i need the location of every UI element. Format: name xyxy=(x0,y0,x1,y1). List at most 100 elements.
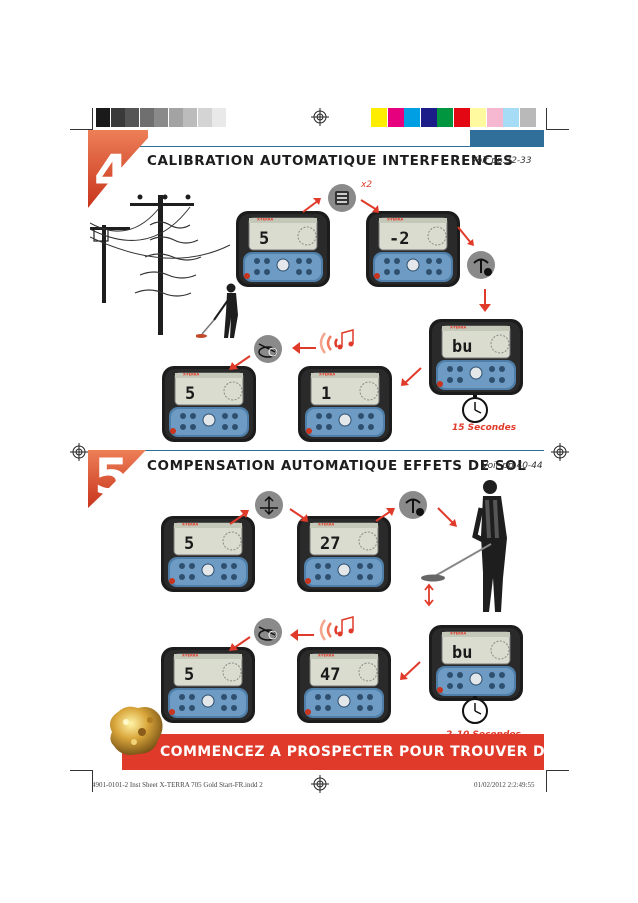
detector-device: X-TERRA -2 xyxy=(365,210,461,288)
step5-title: COMPENSATION AUTOMATIQUE EFFETS DE SOL xyxy=(147,458,527,474)
detector-device: X-TERRA bu xyxy=(428,624,524,702)
pickaxe-icon xyxy=(399,491,427,519)
detector-device: X-TERRA 5 xyxy=(161,365,257,443)
timer-clock-icon xyxy=(462,696,488,724)
arrow-icon xyxy=(229,510,249,525)
arrow-icon xyxy=(457,226,474,246)
svg-text:X-TERRA: X-TERRA xyxy=(387,218,404,222)
color-swatch xyxy=(503,108,519,127)
registration-mark-icon xyxy=(311,775,329,793)
crop-mark xyxy=(92,770,93,792)
gray-swatch xyxy=(197,108,212,127)
step4-header-cap xyxy=(470,130,544,146)
detector-device: X-TERRA bu xyxy=(428,318,524,396)
color-swatch xyxy=(387,108,404,127)
detector-device: X-TERRA 5 xyxy=(235,210,331,288)
step4-seconds: 15 Secondes xyxy=(452,423,517,433)
footer-date: 01/02/2012 2:2:49:55 xyxy=(474,781,535,789)
lcd-reading: 47 xyxy=(320,665,340,685)
detector-device-body: X-TERRA 5 xyxy=(161,647,255,723)
svg-text:X-TERRA: X-TERRA xyxy=(318,654,335,658)
lcd-reading: 27 xyxy=(320,534,340,554)
arrow-icon xyxy=(401,367,422,386)
svg-text:X-TERRA: X-TERRA xyxy=(450,632,467,636)
arrow-icon xyxy=(360,199,379,213)
crop-mark xyxy=(70,770,92,771)
arrow-icon xyxy=(302,198,321,213)
detector-device: X-TERRA 47 xyxy=(296,646,392,724)
lcd-reading: bu xyxy=(452,337,472,357)
detector-device-body: X-TERRA 47 xyxy=(297,647,391,723)
lcd-reading: 5 xyxy=(259,229,269,249)
person-ground-balance-illustration xyxy=(421,480,507,612)
lcd-reading: 1 xyxy=(321,384,331,404)
detector-device: X-TERRA 5 xyxy=(160,646,256,724)
detector-device: X-TERRA 5 xyxy=(160,515,256,593)
step4-title: CALIBRATION AUTOMATIQUE INTERFERENCES xyxy=(147,153,514,169)
sound-music-icon xyxy=(319,616,354,641)
crop-mark xyxy=(70,129,92,130)
svg-text:X-TERRA: X-TERRA xyxy=(182,523,199,527)
detector-device: X-TERRA 1 xyxy=(297,365,393,443)
footer-filename: 4901-0101-2 Inst Sheet X-TERRA 705 Gold … xyxy=(92,781,263,789)
svg-text:X-TERRA: X-TERRA xyxy=(450,326,467,330)
arrow-icon xyxy=(290,629,314,641)
gray-swatch xyxy=(125,108,139,127)
press-twice-label: x2 xyxy=(361,180,373,190)
banner-text: COMMENCEZ A PROSPECTER POUR TROUVER DE L… xyxy=(160,744,598,760)
detector-device-body: X-TERRA 1 xyxy=(298,366,392,442)
lcd-reading: -2 xyxy=(389,229,409,249)
person-detecting-illustration xyxy=(196,283,238,338)
step5-page-ref: Voir pp.40-44 xyxy=(482,461,543,471)
crop-mark xyxy=(546,108,547,130)
svg-text:X-TERRA: X-TERRA xyxy=(319,373,336,377)
registration-mark-icon xyxy=(551,443,569,461)
gold-nugget-icon xyxy=(110,706,163,755)
color-swatch xyxy=(371,108,387,127)
gray-swatch xyxy=(212,108,226,127)
ground-balance-button-icon xyxy=(255,491,283,519)
detector-device-body: X-TERRA bu xyxy=(429,625,523,701)
arrow-icon xyxy=(229,636,251,651)
detector-device: X-TERRA 27 xyxy=(296,515,392,593)
detector-device-body: X-TERRA 5 xyxy=(161,516,255,592)
lcd-reading: bu xyxy=(452,643,472,663)
timer-clock-icon xyxy=(462,395,488,423)
gray-swatch xyxy=(110,108,125,127)
start-prospecting-banner xyxy=(122,734,544,770)
detector-device-body: X-TERRA 27 xyxy=(297,516,391,592)
detector-device-body: X-TERRA 5 xyxy=(236,211,330,287)
crop-mark xyxy=(547,129,569,130)
lcd-reading: 5 xyxy=(184,665,194,685)
detector-head-icon xyxy=(254,335,282,363)
crop-mark xyxy=(547,770,569,771)
step4-number: 4 xyxy=(94,144,129,202)
color-swatch xyxy=(420,108,437,127)
color-swatch xyxy=(404,108,420,127)
color-swatch xyxy=(519,108,536,127)
arrow-icon xyxy=(479,289,491,312)
gray-swatch xyxy=(96,108,110,127)
gray-swatch xyxy=(139,108,154,127)
svg-text:X-TERRA: X-TERRA xyxy=(183,373,200,377)
step5-number: 5 xyxy=(94,448,129,506)
color-swatch xyxy=(470,108,486,127)
detector-device-body: X-TERRA bu xyxy=(429,319,523,395)
arrow-icon xyxy=(400,661,421,680)
gray-swatch xyxy=(154,108,168,127)
arrow-icon xyxy=(292,342,316,354)
power-line-illustration xyxy=(90,194,231,335)
arrow-icon xyxy=(375,508,395,522)
pickaxe-icon xyxy=(467,251,495,279)
step5-badge xyxy=(88,450,146,508)
lcd-reading: 5 xyxy=(185,384,195,404)
noise-cancel-button-icon xyxy=(328,184,356,212)
step4-header-rule xyxy=(122,146,544,147)
step5-header-rule xyxy=(122,450,544,451)
crop-mark xyxy=(546,770,547,792)
gray-swatch xyxy=(168,108,183,127)
registration-mark-icon xyxy=(311,108,329,126)
registration-mark-icon xyxy=(70,443,88,461)
lcd-reading: 5 xyxy=(184,534,194,554)
gray-swatch xyxy=(183,108,197,127)
